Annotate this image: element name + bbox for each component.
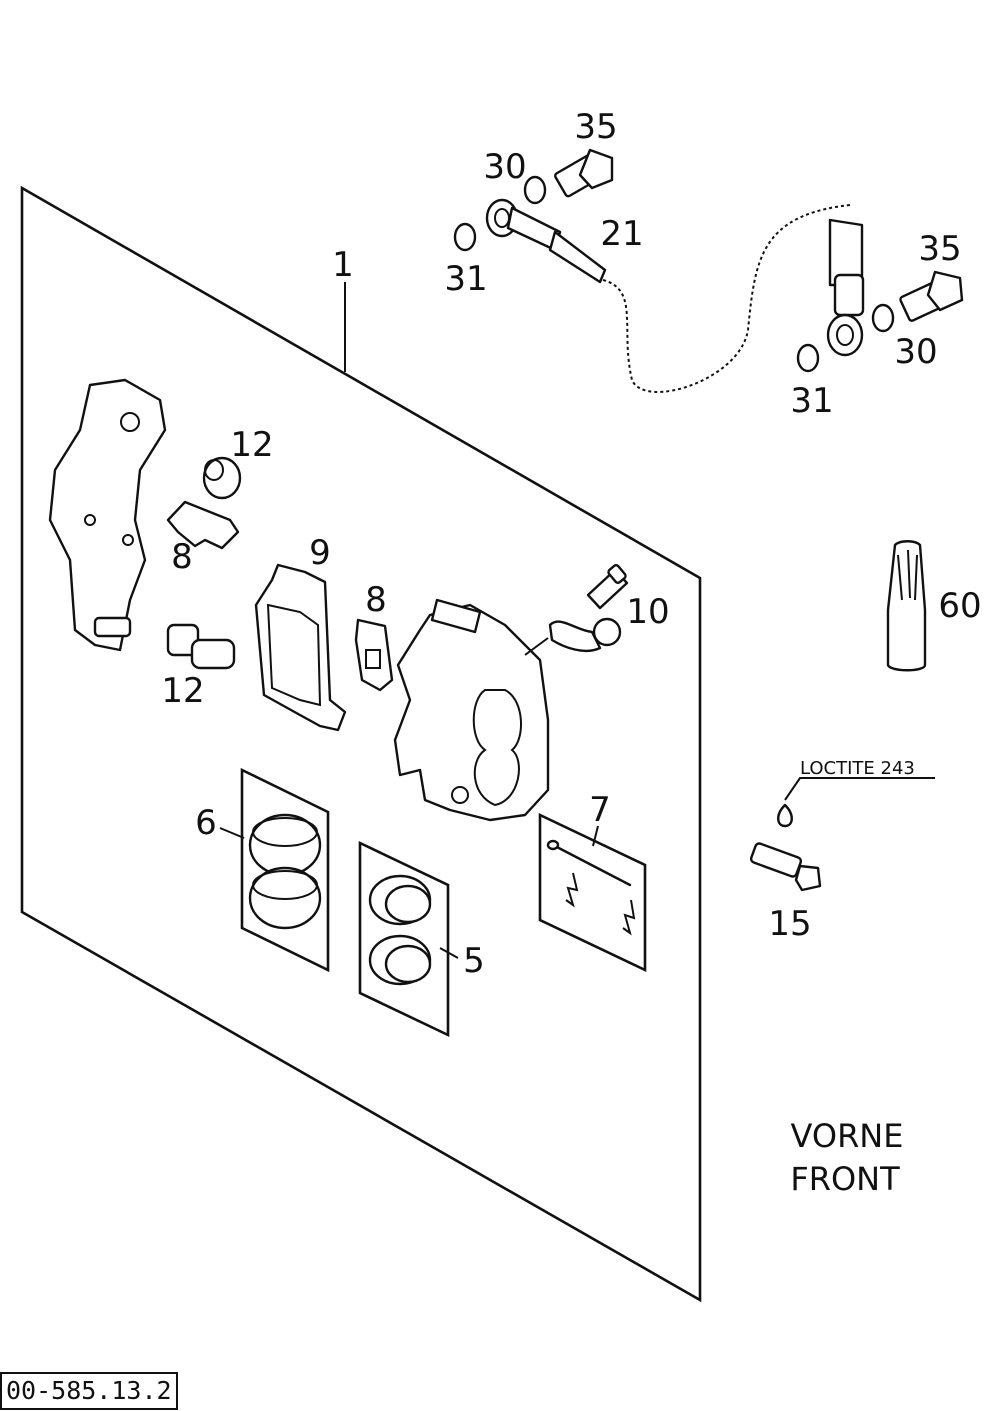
pin-kit-panel — [538, 812, 647, 973]
spring-clip-right — [622, 899, 636, 936]
callout-12-upper: 12 — [230, 425, 273, 465]
leader-line-5 — [439, 947, 459, 959]
callout-15: 15 — [768, 904, 811, 944]
brake-hose-fitting-lower — [826, 273, 865, 357]
brake-hose-dashed — [602, 204, 851, 393]
callout-35-upper: 35 — [574, 107, 617, 147]
pad-spring-window — [365, 649, 381, 669]
callout-35-lower: 35 — [918, 229, 961, 269]
callout-30-upper: 30 — [483, 147, 526, 187]
bracket-pin — [93, 616, 132, 638]
spring-clip-left — [565, 872, 579, 908]
leader-line-7 — [592, 825, 599, 847]
callout-31-upper: 31 — [444, 259, 487, 299]
washer-31-upper — [453, 222, 477, 252]
callout-12-lower: 12 — [161, 671, 204, 711]
banjo-bolt-upper — [554, 148, 614, 198]
callout-60: 60 — [938, 586, 981, 626]
callout-30-lower: 30 — [894, 332, 937, 372]
callout-8-left: 8 — [171, 537, 193, 577]
brake-hose-fitting-upper — [485, 198, 562, 252]
brake-caliper-assembly-panel — [20, 185, 702, 1303]
loctite-bottle — [886, 540, 927, 672]
callout-7: 7 — [589, 790, 611, 830]
document-number: 00-585.13.2 — [0, 1372, 178, 1410]
brake-hose-upper — [548, 230, 607, 284]
callout-21: 21 — [600, 214, 643, 254]
leader-line-6 — [219, 827, 245, 839]
caliper-piston-bore — [472, 689, 523, 807]
bracket-hole-upper — [120, 412, 140, 432]
pad-pin — [546, 839, 632, 887]
callout-6: 6 — [195, 803, 217, 843]
banjo-bolt-lower — [899, 270, 964, 322]
bleeder-cap — [548, 617, 622, 653]
callout-5: 5 — [463, 941, 485, 981]
piston-upper — [248, 813, 322, 877]
washer-30-lower — [871, 303, 895, 333]
brake-pad-friction-area — [266, 603, 322, 707]
callout-1: 1 — [332, 245, 354, 285]
bracket-hole-lower — [122, 534, 134, 546]
seal-ring-upper — [368, 874, 432, 926]
caliper-housing — [393, 603, 550, 822]
caliper-mount-hole — [451, 786, 469, 804]
loctite-leader — [784, 777, 935, 801]
callout-31-lower: 31 — [790, 381, 833, 421]
loctite-label: LOCTITE 243 — [800, 758, 915, 779]
callout-8-right: 8 — [365, 580, 387, 620]
pad-spring-right — [354, 618, 394, 692]
bushing-upper — [202, 456, 242, 500]
bracket-hole-middle — [84, 514, 96, 526]
callout-9: 9 — [309, 533, 331, 573]
bleeder-valve — [586, 564, 629, 610]
caliper-slider-pin — [430, 598, 482, 634]
caption-line-1: VORNE — [791, 1117, 904, 1155]
callout-10: 10 — [626, 592, 669, 632]
leader-line-10 — [524, 637, 549, 656]
pad-spring-upper — [166, 500, 240, 550]
screw-bolt — [749, 842, 822, 892]
piston-lower — [248, 866, 322, 930]
washer-30-upper — [523, 175, 547, 205]
seal-ring-lower — [368, 934, 432, 986]
washer-31-lower — [796, 343, 820, 373]
loctite-drop — [777, 803, 793, 828]
guide-pin-bolt — [166, 623, 236, 670]
caption-line-2: FRONT — [790, 1160, 900, 1198]
